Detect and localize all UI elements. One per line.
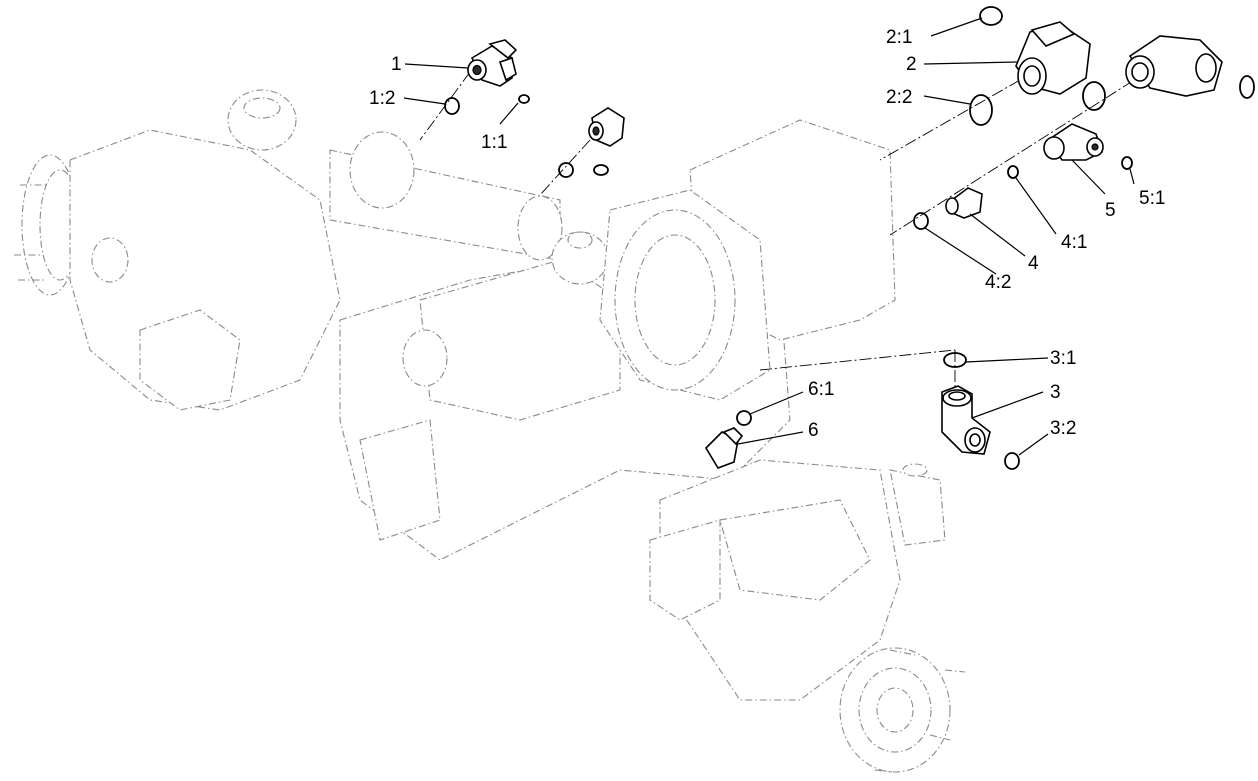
leader-lines bbox=[403, 17, 1135, 456]
callout-4: 4 bbox=[1028, 253, 1039, 274]
callout-6-1: 6:1 bbox=[808, 379, 834, 400]
callout-4-2: 4:2 bbox=[985, 272, 1011, 293]
callout-3: 3 bbox=[1050, 382, 1061, 403]
callout-2-2: 2:2 bbox=[886, 87, 912, 108]
part-2-second-elbow bbox=[1125, 35, 1223, 97]
part-1-elbow-fitting bbox=[467, 39, 518, 87]
callout-2-1: 2:1 bbox=[886, 27, 912, 48]
part-5-1-o-ring bbox=[1121, 156, 1133, 170]
part-6-1-o-ring bbox=[736, 410, 752, 426]
part-4-2-o-ring bbox=[913, 212, 929, 230]
part-2-second-o-ring-a bbox=[1082, 81, 1106, 111]
transmission-housing-ghost bbox=[14, 89, 966, 773]
callout-5-1: 5:1 bbox=[1139, 188, 1165, 209]
callout-6: 6 bbox=[808, 420, 819, 441]
part-5-elbow-fitting bbox=[1043, 123, 1104, 161]
part-4-adapter bbox=[945, 187, 983, 219]
part-2-2-o-ring bbox=[969, 94, 993, 126]
callout-labels: 1 1:2 1:1 2:1 2 2:2 5 5:1 4:1 4 4:2 3:1 … bbox=[369, 27, 1165, 441]
callout-1-2: 1:2 bbox=[369, 88, 395, 109]
callout-1: 1 bbox=[391, 54, 402, 75]
callout-1-1: 1:1 bbox=[481, 132, 507, 153]
part-2-second-o-ring-b bbox=[1239, 75, 1255, 99]
part-4-1-o-ring bbox=[1007, 165, 1019, 179]
assembly-center-lines bbox=[419, 69, 1151, 400]
part-3-elbow-fitting bbox=[941, 385, 991, 455]
callout-4-1: 4:1 bbox=[1061, 232, 1087, 253]
callout-3-2: 3:2 bbox=[1050, 418, 1076, 439]
callout-3-1: 3:1 bbox=[1050, 348, 1076, 369]
part-1-second-fitting bbox=[588, 107, 625, 147]
part-1-2-o-ring bbox=[444, 97, 460, 115]
part-2-large-elbow bbox=[1015, 21, 1091, 95]
part-1-1-o-ring bbox=[518, 94, 530, 104]
part-1-second-o-ring-b bbox=[593, 164, 609, 176]
part-3-1-o-ring bbox=[943, 352, 967, 368]
part-6-fitting bbox=[704, 427, 744, 469]
callout-5: 5 bbox=[1105, 200, 1116, 221]
part-2-1-o-ring bbox=[979, 6, 1003, 26]
callout-2: 2 bbox=[906, 54, 917, 75]
part-3-2-o-ring bbox=[1004, 452, 1020, 470]
part-1-second-o-ring-a bbox=[558, 162, 574, 178]
